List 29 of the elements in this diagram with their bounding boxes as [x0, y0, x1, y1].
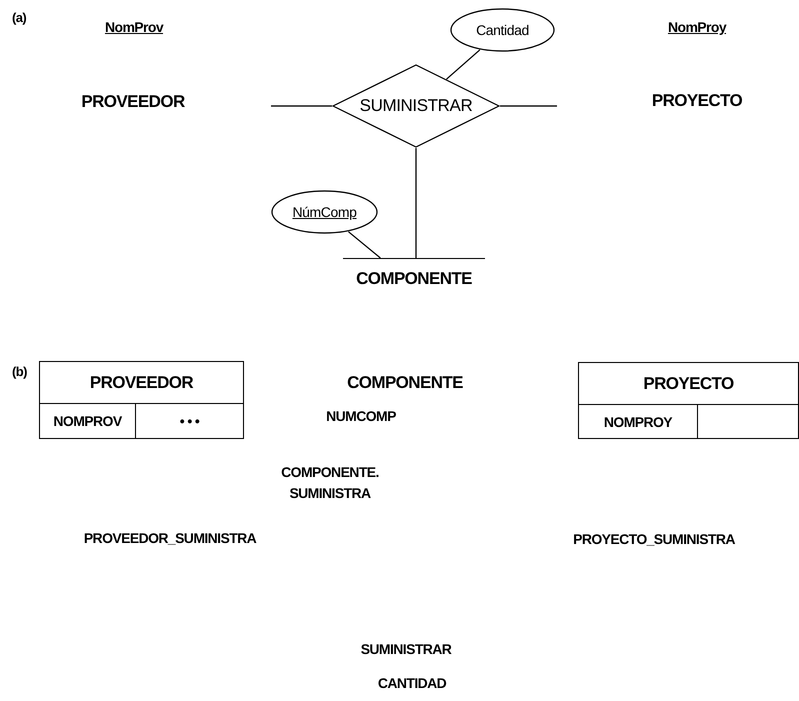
attribute-name: PROYECTO_SUMINISTRA: [573, 531, 735, 547]
relation-table: [39, 361, 244, 439]
relation-table: [578, 362, 799, 439]
connector-line: [348, 231, 381, 258]
attribute-name: • • •: [178, 412, 200, 431]
connector-line: [446, 49, 480, 80]
relationship-name: SUMINISTRAR: [358, 96, 474, 116]
key-attribute-name: NomProy: [668, 19, 726, 35]
panel-label: (b): [12, 364, 27, 379]
attribute-name: NOMPROY: [579, 405, 698, 439]
connector-line: [500, 105, 557, 107]
attribute-name: CANTIDAD: [378, 675, 446, 691]
entity-name: PROYECTO: [579, 363, 798, 405]
attribute-name: PROVEEDOR_SUMINISTRA: [84, 530, 256, 546]
panel-label: (a): [12, 10, 26, 25]
attribute-name: NúmComp: [291, 204, 358, 220]
attribute-name: NOMPROV: [40, 404, 136, 438]
entity-name: PROVEEDOR: [81, 92, 185, 112]
attribute-name: Cantidad: [475, 22, 530, 38]
entity-name: PROVEEDOR: [40, 362, 243, 404]
entity-box: COMPONENTE: [343, 258, 485, 298]
relation-name: COMPONENTE: [347, 373, 463, 393]
key-attribute-name: NomProv: [104, 19, 164, 35]
connector-line: [415, 148, 417, 258]
attribute-name: COMPONENTE. SUMINISTRA: [280, 463, 380, 503]
relation-name: SUMINISTRAR: [360, 641, 452, 657]
entity-name: PROYECTO: [652, 91, 742, 111]
attribute-name: NUMCOMP: [326, 408, 396, 424]
connector-line: [271, 105, 332, 107]
